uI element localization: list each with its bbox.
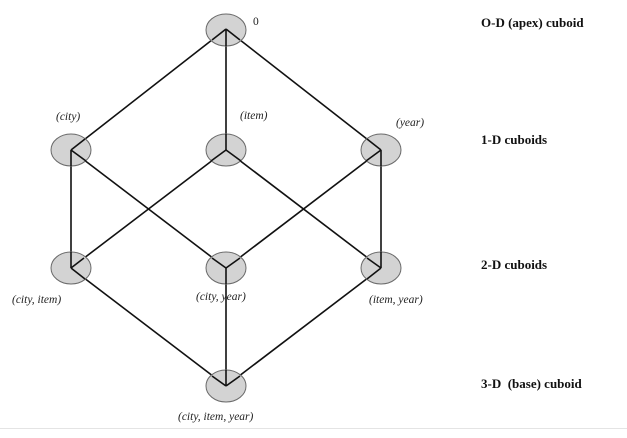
- node-labels: 0 (city) (item) (year) (city, item) (cit…: [12, 16, 424, 423]
- level-label-1d: 1-D cuboids: [481, 132, 547, 147]
- edge-year-cityyear: [225, 149, 382, 269]
- label-year: (year): [396, 117, 424, 129]
- edge-apex-year: [225, 28, 382, 151]
- edge-itemyear-base: [225, 267, 382, 387]
- label-item: (item): [240, 110, 268, 122]
- label-city-year: (city, year): [196, 291, 246, 303]
- label-city: (city): [56, 111, 80, 123]
- level-label-apex: O-D (apex) cuboid: [481, 15, 584, 30]
- edge-apex-city: [70, 28, 227, 151]
- label-item-year: (item, year): [369, 294, 423, 306]
- bottom-divider: [0, 428, 627, 429]
- label-apex: 0: [253, 16, 259, 28]
- label-city-item: (city, item): [12, 294, 61, 306]
- lattice-edges-overlay: [70, 28, 382, 387]
- level-label-2d: 2-D cuboids: [481, 257, 547, 272]
- edge-cityitem-base: [70, 267, 227, 387]
- level-label-3d: 3-D (base) cuboid: [481, 376, 583, 391]
- edge-item-cityitem: [70, 149, 227, 269]
- level-labels: O-D (apex) cuboid 1-D cuboids 2-D cuboid…: [481, 15, 584, 391]
- label-city-item-year: (city, item, year): [178, 411, 254, 423]
- lattice-edges: [70, 28, 382, 387]
